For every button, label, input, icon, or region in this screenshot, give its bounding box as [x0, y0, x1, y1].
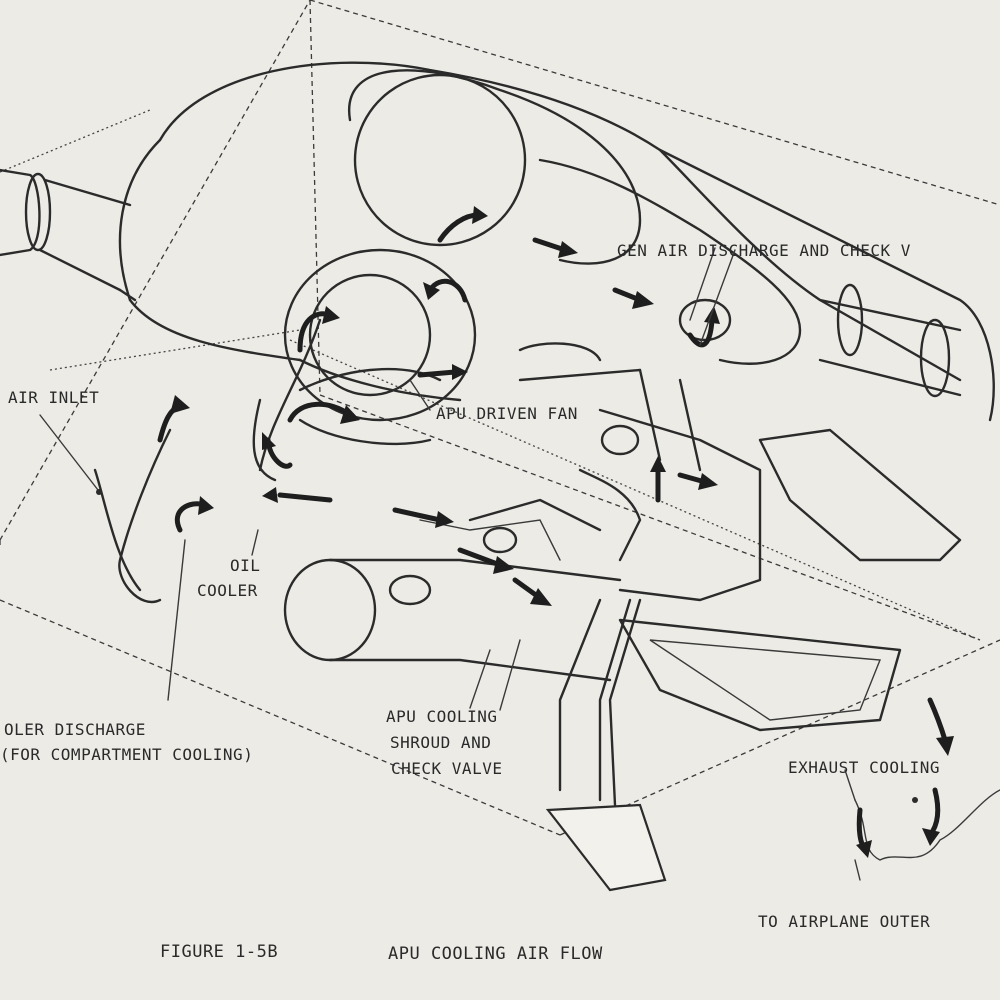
cooler-discharge-label-2: (FOR COMPARTMENT COOLING) — [0, 745, 254, 764]
gen-air-discharge-label: GEN AIR DISCHARGE AND CHECK V — [617, 241, 911, 260]
figure-number: FIGURE 1-5B — [160, 942, 279, 962]
right-cylinder — [678, 283, 962, 398]
inlet-duct — [0, 168, 137, 302]
oil-cooler-label-2: COOLER — [197, 581, 258, 600]
oil-cooler-label-1: OIL — [230, 556, 261, 575]
leader-lines — [39, 247, 736, 711]
cooler-assembly — [283, 519, 622, 682]
exhaust-cooling-label: EXHAUST COOLING — [788, 758, 940, 777]
apu-cooling-shroud-label-3: CHECK VALVE — [391, 759, 503, 778]
apu-fan-housing — [283, 248, 477, 446]
figure-title: APU COOLING AIR FLOW — [388, 944, 603, 964]
exhaust-cooling-area — [844, 769, 1000, 881]
generator-duct — [118, 61, 995, 562]
hoses — [93, 69, 802, 604]
apu-cooling-shroud-label-1: APU COOLING — [386, 707, 498, 726]
apu-cooling-shroud-label-2: SHROUD AND — [390, 733, 492, 752]
apu-driven-fan-label: APU DRIVEN FAN — [436, 404, 578, 423]
central-piping — [468, 342, 762, 602]
to-airplane-outer-label: TO AIRPLANE OUTER — [758, 912, 931, 931]
cooler-discharge-label-1: OLER DISCHARGE — [4, 720, 146, 739]
exhaust-outlet — [545, 598, 902, 892]
air-inlet-label: AIR INLET — [8, 388, 100, 407]
enclosure-outline — [0, 0, 1000, 836]
flow-arrows — [157, 206, 954, 858]
